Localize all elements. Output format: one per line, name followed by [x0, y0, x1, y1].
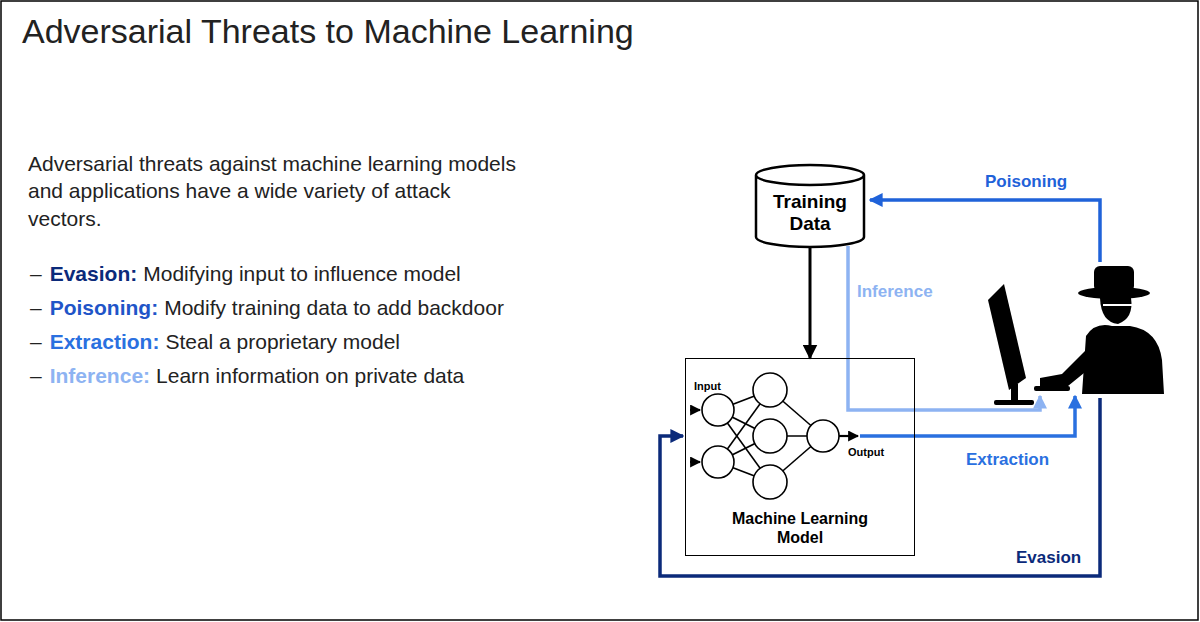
data-store-cylinder: Training Data [755, 165, 865, 247]
bullet-term: Evasion: [50, 262, 138, 286]
bullet-text: Learn information on private data [156, 364, 464, 388]
bullet-dash: – [30, 262, 42, 286]
attack-label: Evasion [1016, 548, 1081, 568]
hacker-figure [988, 266, 1164, 405]
port-label: Input [694, 380, 721, 392]
bullet-row: –Inference:Learn information on private … [30, 364, 464, 388]
bullet-row: –Evasion:Modifying input to influence mo… [30, 262, 461, 286]
bullet-term: Poisoning: [50, 296, 159, 320]
attack-label: Inference [857, 282, 933, 302]
extraction-arrow [860, 396, 1075, 436]
bullet-row: –Extraction:Steal a proprietary model [30, 330, 400, 354]
data-flow-arrow [809, 247, 812, 358]
attack-label: Poisoning [985, 172, 1067, 192]
bullet-term: Extraction: [50, 330, 160, 354]
intro-paragraph: Adversarial threats against machine lear… [28, 150, 523, 232]
title: Adversarial Threats to Machine Learning [22, 12, 634, 51]
bullet-text: Steal a proprietary model [165, 330, 400, 354]
bullet-dash: – [30, 296, 42, 320]
poisoning-arrow [870, 200, 1100, 262]
bullet-dash: – [30, 330, 42, 354]
bullet-text: Modify training data to add backdoor [164, 296, 504, 320]
hacker-glasses [1103, 304, 1132, 306]
node-text: Machine Learning Model [715, 509, 885, 547]
node-text: Training Data [755, 191, 865, 235]
bullet-row: –Poisoning:Modify training data to add b… [30, 296, 504, 320]
bullet-dash: – [30, 364, 42, 388]
inference-arrow [848, 246, 1040, 410]
port-label: Output [848, 446, 884, 458]
bullet-text: Modifying input to influence model [143, 262, 461, 286]
neural-network [690, 373, 858, 499]
evasion-arrow [660, 398, 1100, 576]
attack-label: Extraction [966, 450, 1049, 470]
bullet-term: Inference: [50, 364, 150, 388]
